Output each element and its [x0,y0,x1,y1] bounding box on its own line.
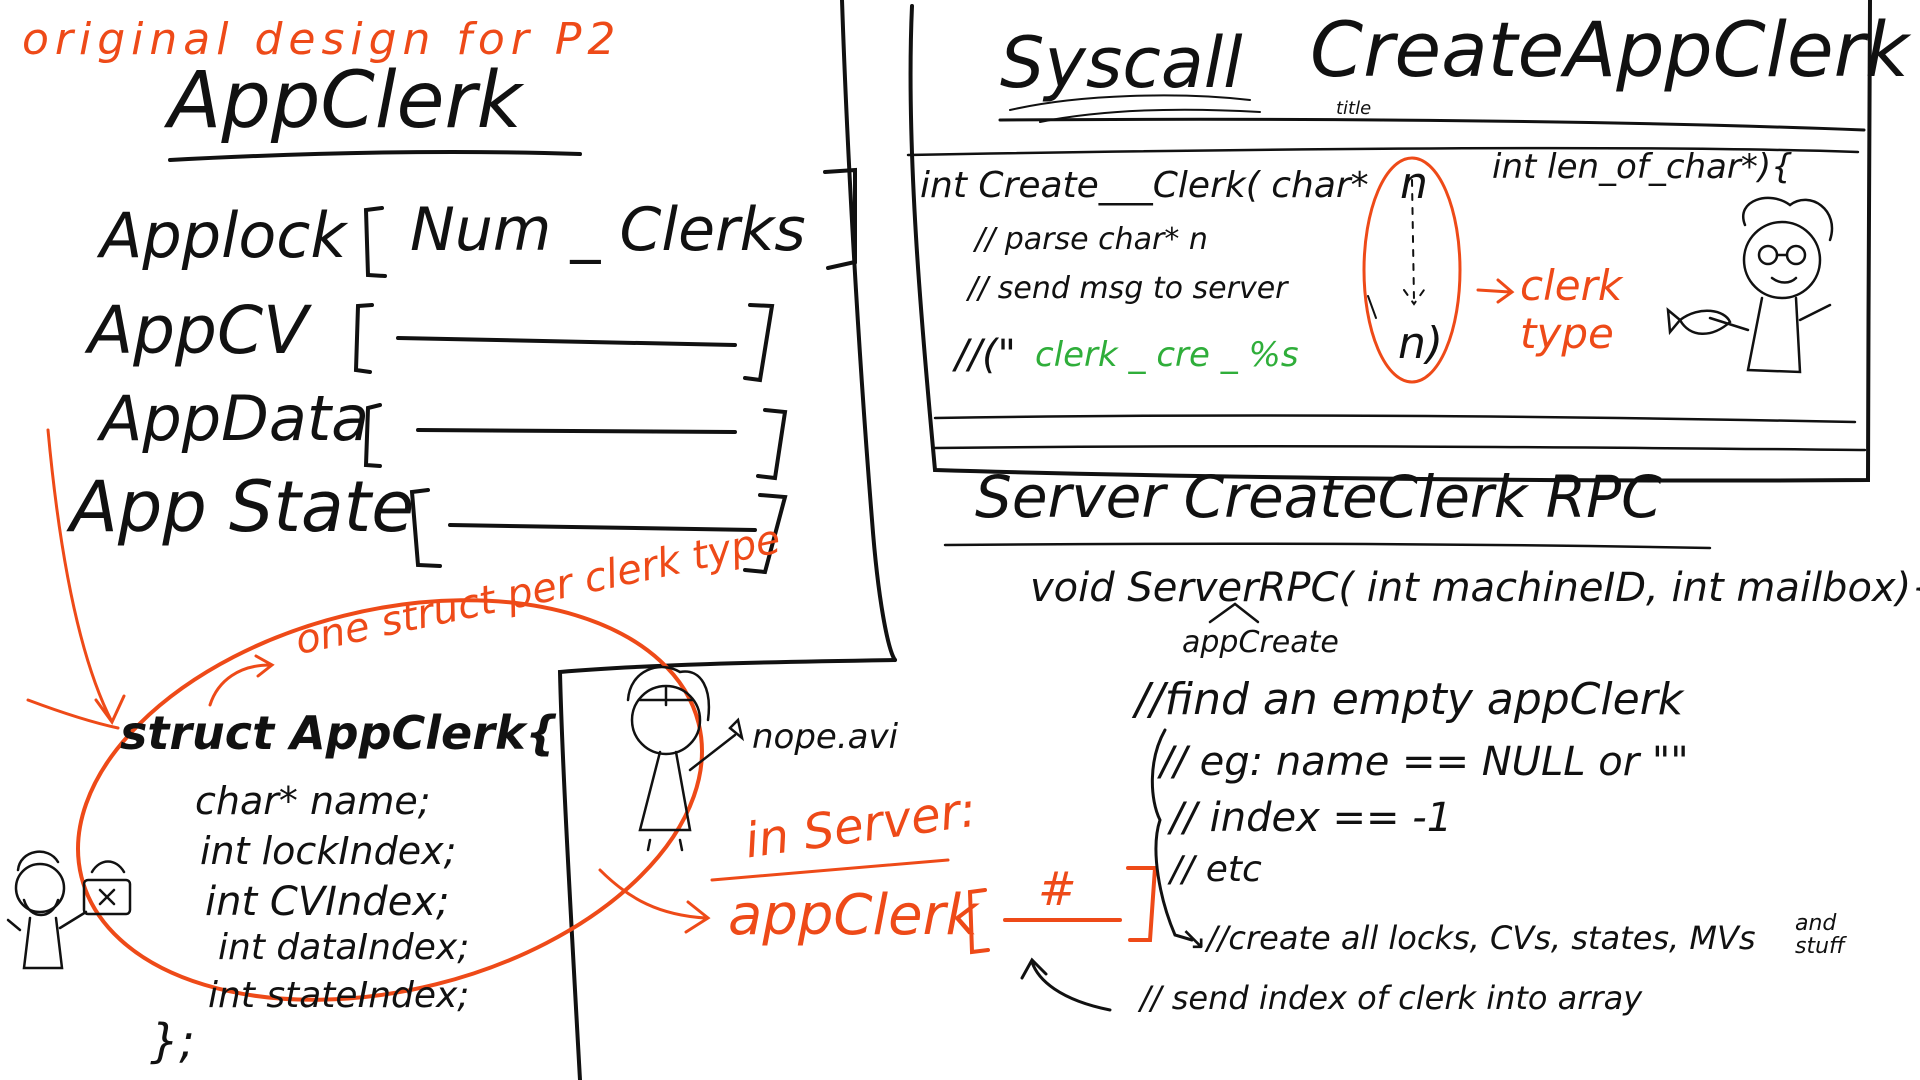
appstate-bracket [409,488,788,575]
array-name-appcv: AppCV [88,292,309,369]
appdata-bracket [363,403,788,481]
server-step-index: // index == -1 [1170,795,1453,841]
doodle-bearded-person [6,850,132,970]
arrow-to-clerk-type [1476,278,1515,304]
syscall-box-border [908,0,1872,483]
arrow-struct-to-server [598,868,711,934]
syscall-underline-swoosh-2 [1039,108,1261,123]
param-dashed-arrow [1403,179,1425,306]
syscall-title-note: title [1336,98,1372,119]
panel-divider-left [840,0,897,662]
server-array-index: # [1038,862,1077,916]
server-array-bracket [967,866,1158,955]
syscall-title-underline [998,117,1866,132]
syscall-code-top-line [906,146,1860,157]
syscall-underline-swoosh [1009,94,1251,111]
applock-bracket [363,167,857,278]
struct-field-lock: int lockIndex; [200,829,457,873]
syscall-printf-open: //(" [955,332,1016,378]
doodle-nope-girl [626,665,745,852]
struct-field-cv: int CVIndex; [205,879,450,925]
syscall-printf-arg: n) [1398,318,1444,369]
appcv-bracket [353,303,775,383]
server-title: Server CreateClerk RPC [975,463,1662,531]
syscall-signature-start: int Create___Clerk( char* [920,165,1369,206]
caret-mark [1208,602,1260,624]
struct-closing: }; [150,1014,195,1068]
in-server-underline [710,858,950,882]
param-highlight-ellipse [1362,156,1462,384]
syscall-code-bottom-line [933,414,1857,424]
clerk-type-note: clerk type [1520,261,1623,359]
server-top-line [933,445,1867,452]
arrow-side-to-struct [26,698,120,730]
arrow-array-to-struct [46,428,126,725]
array-name-applock: Applock [100,199,347,272]
struct-field-name: char* name; [195,779,431,823]
server-create-suffix: and stuff [1795,911,1845,960]
server-caret-note: appCreate [1182,625,1339,660]
doodle-glasses-person [1666,196,1834,374]
server-signature: void ServerRPC( int machineID, int mailb… [1030,565,1920,611]
steps-brace [1150,728,1194,942]
struct-field-data: int dataIndex; [218,927,470,968]
struct-field-state: int stateIndex; [208,975,470,1016]
syscall-title: CreateAppClerk [1310,5,1909,94]
nope-label: nope.avi [752,717,899,757]
server-step-example: // eg: name == NULL or "" [1160,739,1689,785]
struct-declaration: struct AppClerk{ [120,706,559,760]
syscall-title-prefix: Syscall [1000,22,1243,104]
syscall-signature-param: n [1400,158,1428,209]
bracket-tick [1367,295,1377,319]
arrow-send-to-array [1020,957,1112,1012]
array-name-appstate: App State [70,466,415,548]
syscall-signature-end: int len_of_char*){ [1492,147,1793,187]
server-create-line: ↘//create all locks, CVs, states, MVs [1180,919,1756,957]
syscall-comment-parse: // parse char* n [975,222,1208,257]
arrow-annotation-to-struct [208,654,275,707]
header-note: original design for P2 [22,14,622,65]
syscall-comment-send: // send msg to server [968,271,1288,306]
server-array-name: appClerk [728,883,978,948]
syscall-printf-string: clerk _ cre _ %s [1035,335,1299,375]
struct-highlight-ellipse [76,598,704,1002]
server-step-find: //find an empty appClerk [1135,674,1684,725]
appclerk-title: AppClerk [168,56,522,146]
server-send-line: // send index of clerk into array [1140,979,1643,1017]
server-step-etc: // etc [1170,849,1262,890]
server-title-underline [943,542,1712,550]
array-size-label: Num _ Clerks [410,195,806,265]
array-name-appdata: AppData [100,382,370,455]
appclerk-title-underline [168,150,582,162]
